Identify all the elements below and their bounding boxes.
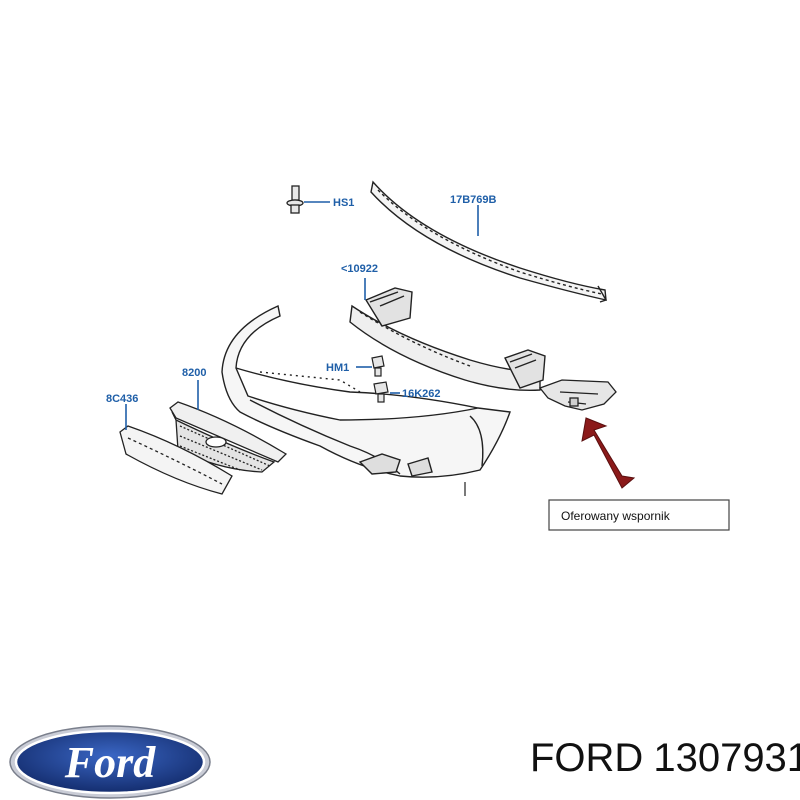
bumper-bracket [538,379,617,411]
front-bumper-cover [221,305,511,478]
label-hm1: HM1 [326,362,349,374]
label-8c436: 8C436 [106,393,138,405]
clip-hm1 [371,355,385,377]
label-17b769b: 17B769B [450,194,497,206]
label-hs1: HS1 [333,197,354,209]
brand-name: FORD [530,736,644,780]
label-10922: <10922 [341,263,378,275]
ford-logo-text: Ford [64,738,156,787]
upper-reinforcement-strip [370,180,608,303]
pointer-arrow [581,417,636,489]
clip-16k262 [373,381,389,403]
bolt-hs1 [286,185,304,214]
callout-box: Oferowany wspornik [548,499,730,531]
bumper-absorber-beam [349,287,546,391]
label-16k262: 16K262 [402,388,441,400]
ford-logo: Ford [9,725,211,799]
label-8200: 8200 [182,367,206,379]
grille-frame [119,425,233,495]
part-number: 1307931 [653,736,800,780]
callout-text: Oferowany wspornik [561,509,671,523]
